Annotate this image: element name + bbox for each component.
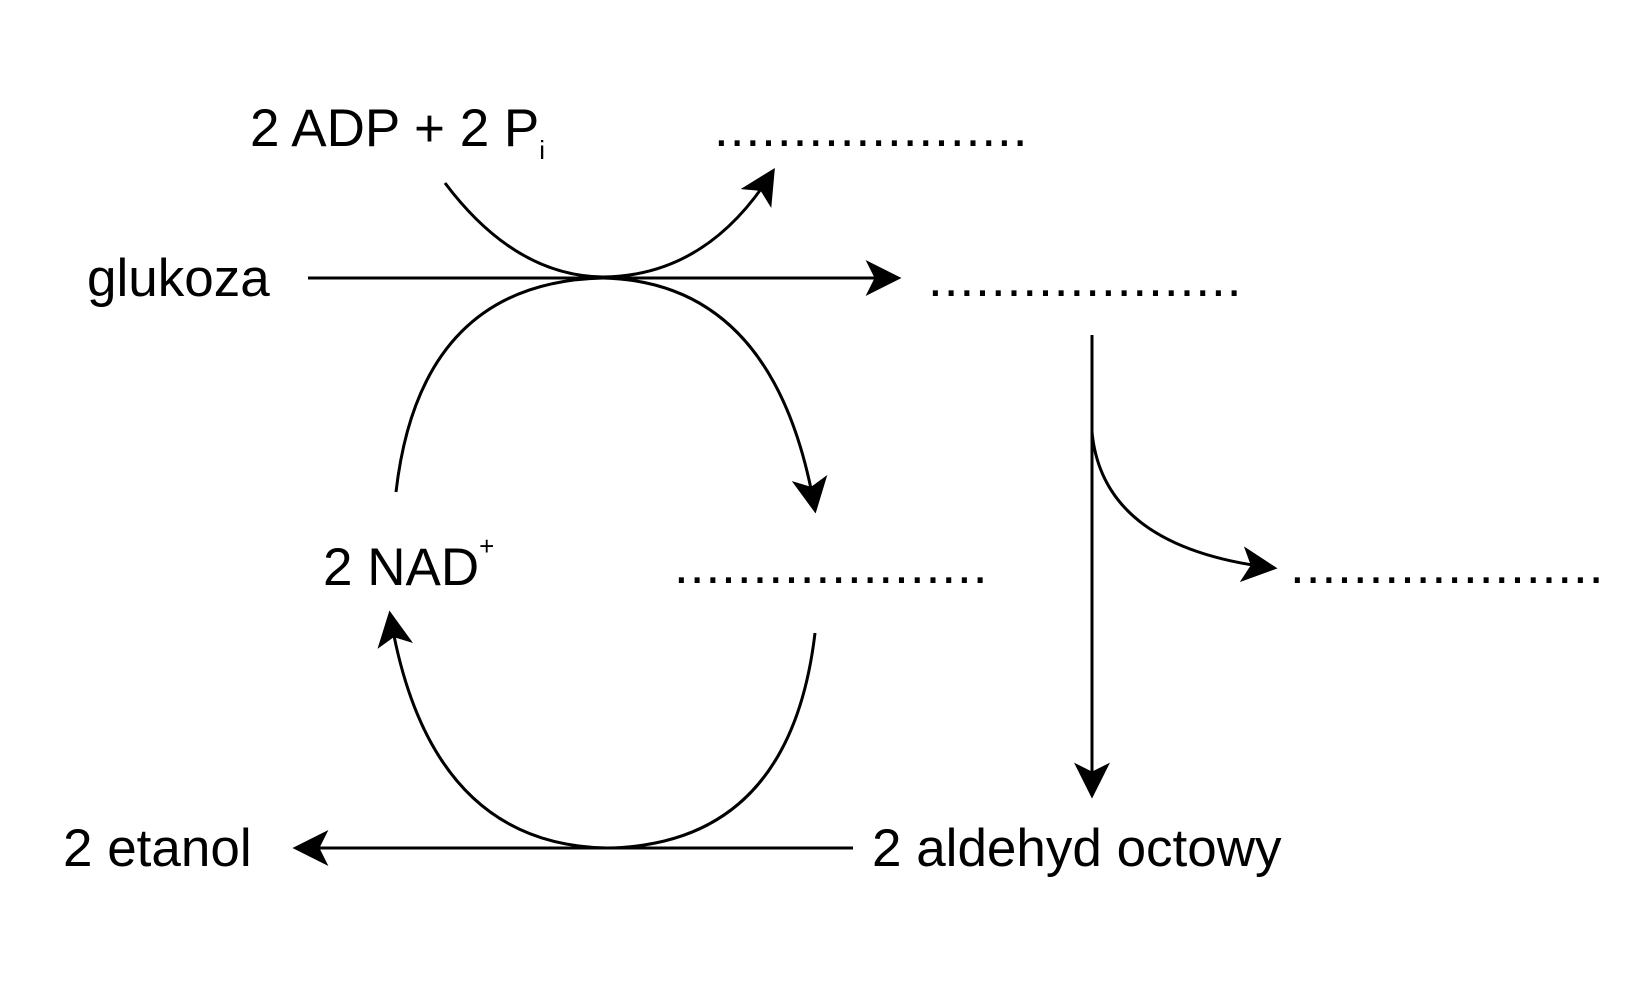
ethanol-label: 2 etanol xyxy=(63,819,252,878)
adp-label-main: 2 ADP + 2 P xyxy=(250,99,539,158)
pyruvate-product-blank[interactable]: .................... xyxy=(928,249,1243,308)
glucose-label: glukoza xyxy=(87,249,270,308)
atp-product-blank[interactable]: .................... xyxy=(714,99,1029,158)
adp-to-atp-arc xyxy=(443,167,775,279)
nadh-product-blank[interactable]: .................... xyxy=(674,536,989,595)
co2-product-blank[interactable]: .................... xyxy=(1290,536,1605,595)
adp-label-subscript: i xyxy=(539,135,545,165)
nadh-release-arc xyxy=(602,276,828,514)
acetaldehyde-label: 2 aldehyd octowy xyxy=(872,819,1282,878)
nad-regeneration-arc xyxy=(377,610,608,850)
nad-label-superscript: + xyxy=(479,531,494,561)
adp-label: 2 ADP + 2 Pi xyxy=(250,99,545,165)
nad-uptake-arc xyxy=(394,276,604,493)
nad-label: 2 NAD+ xyxy=(323,531,494,597)
nad-label-main: 2 NAD xyxy=(323,538,479,597)
co2-release-arc xyxy=(1090,431,1278,583)
nadh-oxidation-arc xyxy=(606,632,817,850)
